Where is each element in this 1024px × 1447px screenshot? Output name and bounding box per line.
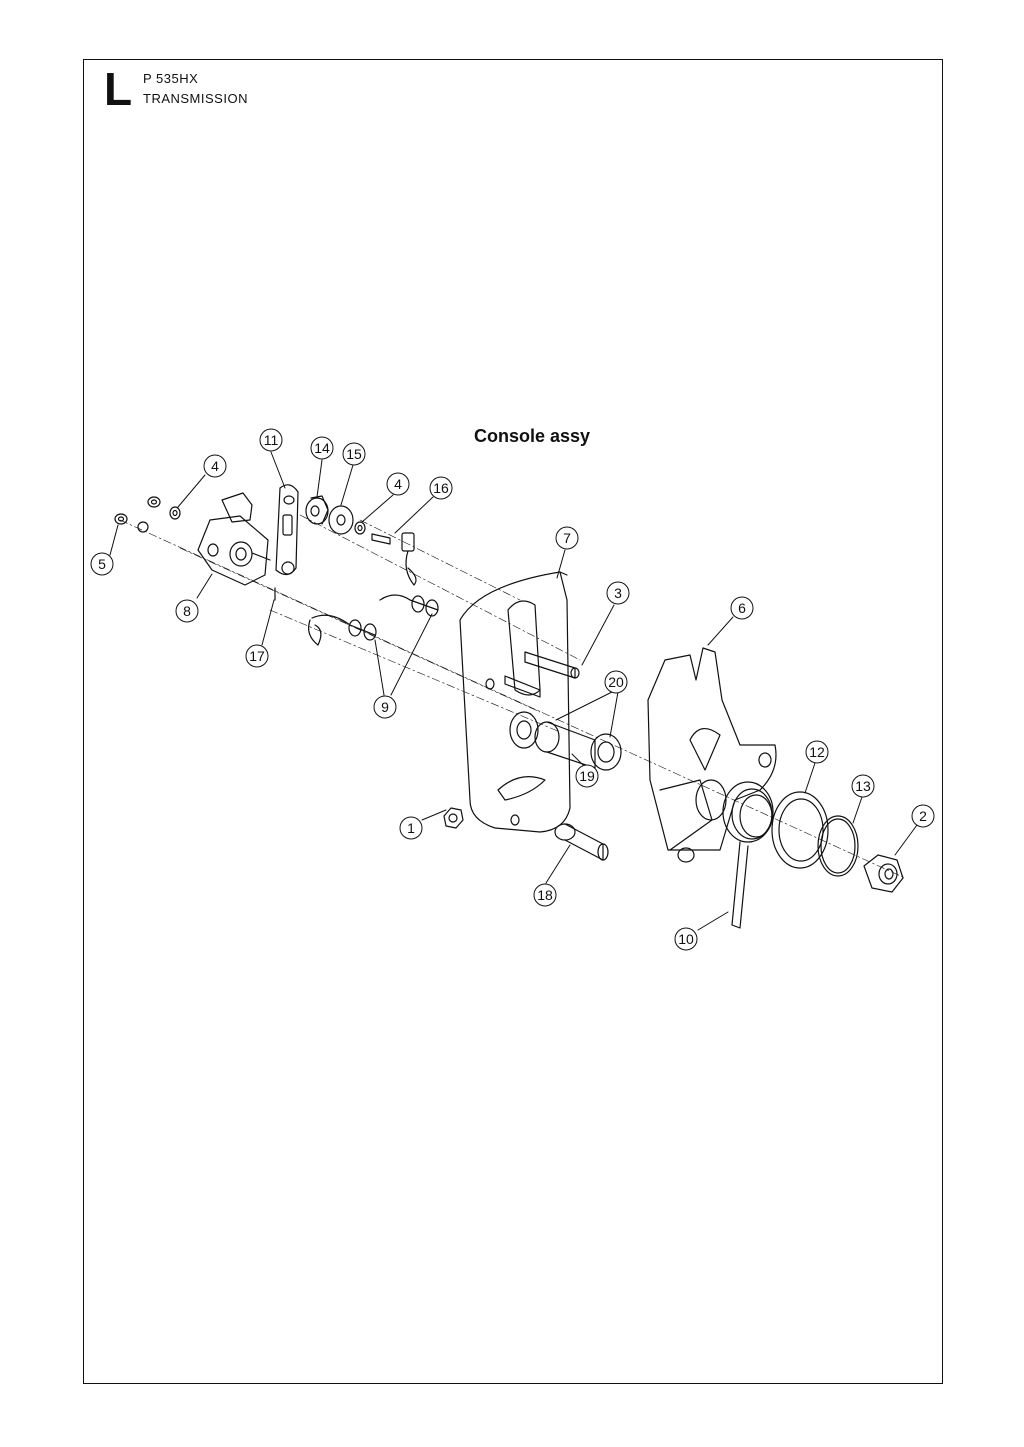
callout-11: 11	[259, 428, 283, 452]
svg-text:20: 20	[608, 674, 624, 690]
part-bearing-small	[305, 495, 329, 525]
part-console-plate	[459, 571, 571, 833]
svg-text:4: 4	[211, 458, 219, 474]
svg-text:18: 18	[537, 887, 553, 903]
model-name: P 535HX	[143, 71, 199, 86]
callout-16: 16	[429, 476, 453, 500]
part-stud	[554, 823, 609, 861]
part-nut-small	[114, 513, 149, 533]
svg-text:10: 10	[678, 931, 694, 947]
callout-9: 9	[373, 695, 397, 719]
part-nut-1	[443, 807, 464, 829]
svg-text:7: 7	[563, 530, 571, 546]
part-pins	[504, 651, 580, 698]
callout-7: 7	[555, 526, 579, 550]
svg-text:3: 3	[614, 585, 622, 601]
callout-2: 2	[911, 804, 935, 828]
callout-6: 6	[730, 596, 754, 620]
callout-5: 5	[90, 552, 114, 576]
callout-20: 20	[604, 670, 628, 694]
part-bolt-clip	[371, 532, 417, 586]
leader-lines	[109, 451, 918, 931]
part-circlip	[817, 815, 859, 877]
part-pedal-bracket	[647, 647, 777, 863]
svg-text:19: 19	[579, 768, 595, 784]
callout-18: 18	[533, 883, 557, 907]
callout-1: 1	[399, 816, 423, 840]
part-cable-ends	[308, 594, 439, 646]
part-bushings	[509, 711, 622, 771]
callout-4: 4	[386, 472, 410, 496]
part-lock-nut	[863, 854, 904, 893]
part-spring	[659, 779, 774, 929]
callout-8: 8	[175, 599, 199, 623]
callout-3: 3	[606, 581, 630, 605]
svg-text:12: 12	[809, 744, 825, 760]
svg-text:2: 2	[919, 808, 927, 824]
svg-text:4: 4	[394, 476, 402, 492]
part-washer-large	[328, 505, 354, 535]
callout-17: 17	[245, 644, 269, 668]
part-washer	[147, 496, 181, 520]
svg-text:13: 13	[855, 778, 871, 794]
part-ring-12	[771, 791, 829, 869]
part-washer-right	[354, 521, 366, 535]
svg-text:15: 15	[346, 446, 362, 462]
svg-text:1: 1	[407, 820, 415, 836]
callout-15: 15	[342, 442, 366, 466]
section-letter: L	[104, 63, 133, 115]
callout-12: 12	[805, 740, 829, 764]
svg-text:17: 17	[249, 648, 265, 664]
svg-text:5: 5	[98, 556, 106, 572]
callout-13: 13	[851, 774, 875, 798]
callout-19: 19	[575, 764, 599, 788]
page-frame	[83, 59, 943, 1384]
svg-text:8: 8	[183, 603, 191, 619]
svg-text:6: 6	[738, 600, 746, 616]
callout-14: 14	[310, 436, 334, 460]
svg-text:14: 14	[314, 440, 330, 456]
callouts: 1 2 3 4 4 5 6 7 8 9 10 11 12 13 14 15 16…	[90, 428, 935, 951]
section-title: TRANSMISSION	[143, 91, 248, 106]
svg-text:16: 16	[433, 480, 449, 496]
part-link-arm	[275, 484, 299, 576]
callout-10: 10	[674, 927, 698, 951]
assembly-axis-lines	[119, 514, 906, 879]
part-control-block	[197, 492, 271, 586]
svg-text:11: 11	[264, 432, 279, 448]
assembly-title: Console assy	[474, 426, 591, 446]
callout-4: 4	[203, 454, 227, 478]
svg-text:9: 9	[381, 699, 389, 715]
